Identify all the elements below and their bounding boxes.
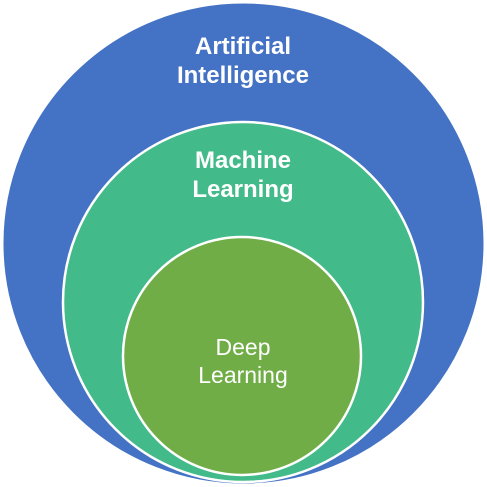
ai-label-line1: Artificial bbox=[194, 33, 292, 60]
deep-learning-label: Deep Learning bbox=[143, 333, 343, 389]
ai-label-line2: Intelligence bbox=[176, 62, 310, 90]
machine-learning-label: Machine Learning bbox=[143, 146, 343, 205]
artificial-intelligence-label: Artificial Intelligence bbox=[143, 32, 343, 91]
dl-label-line1: Deep bbox=[215, 334, 271, 360]
ml-label-line2: Learning bbox=[192, 176, 294, 204]
ml-label-line1: Machine bbox=[194, 147, 292, 174]
dl-label-line2: Learning bbox=[198, 362, 288, 389]
deep-learning-circle bbox=[121, 235, 363, 477]
